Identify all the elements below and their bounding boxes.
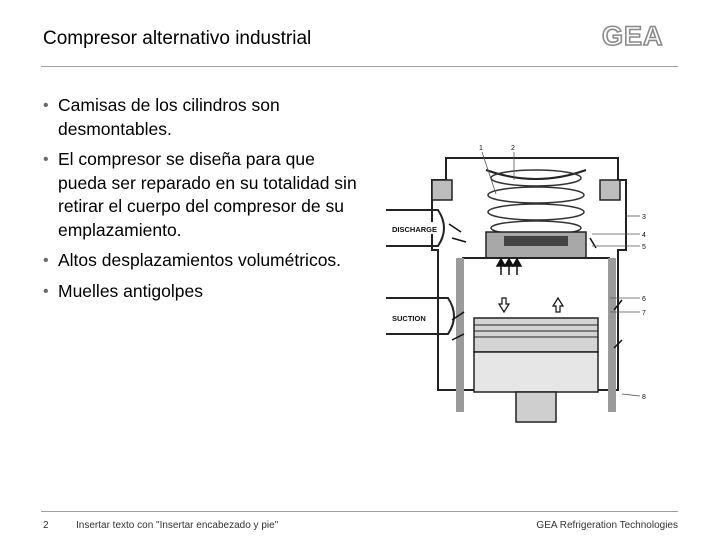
callout-8: 8 bbox=[642, 394, 646, 401]
valve-plate bbox=[504, 236, 568, 246]
callout-2: 2 bbox=[511, 145, 515, 152]
piston bbox=[473, 317, 599, 393]
housing-corner-right bbox=[599, 179, 621, 201]
discharge-pipe bbox=[386, 209, 445, 247]
footer-center-text: Insertar texto con "Insertar encabezado … bbox=[76, 520, 279, 531]
footer-divider bbox=[41, 511, 678, 512]
suction-label: SUCTION bbox=[392, 314, 426, 323]
callout-lines bbox=[481, 151, 641, 397]
bullet-item: Camisas de los cilindros son desmontable… bbox=[43, 94, 363, 141]
housing-corner-left bbox=[431, 179, 453, 201]
gea-logo-text: GEA bbox=[602, 22, 664, 48]
bullet-list: Camisas de los cilindros son desmontable… bbox=[43, 94, 363, 310]
callout-5: 5 bbox=[642, 244, 646, 251]
footer-company: GEA Refrigeration Technologies bbox=[536, 520, 678, 531]
bullet-item: Altos desplazamientos volumétricos. bbox=[43, 249, 363, 273]
callout-6: 6 bbox=[642, 296, 646, 303]
callout-7: 7 bbox=[642, 310, 646, 317]
callout-3: 3 bbox=[642, 214, 646, 221]
slide-title: Compresor alternativo industrial bbox=[43, 28, 312, 49]
liner-wall-right bbox=[608, 258, 616, 412]
flow-arrows bbox=[448, 223, 623, 349]
callout-4: 4 bbox=[642, 232, 646, 239]
discharge-label: DISCHARGE bbox=[392, 225, 437, 234]
bullet-item: El compresor se diseña para que pueda se… bbox=[43, 148, 363, 242]
head-cover bbox=[485, 169, 587, 180]
cylinder-flow-arrows bbox=[497, 296, 565, 314]
discharge-label-bg bbox=[388, 222, 436, 234]
callout-numbers: 1 2 3 4 5 6 7 8 bbox=[479, 145, 646, 401]
bullet-item: Muelles antigolpes bbox=[43, 280, 363, 304]
gea-logo: GEA bbox=[601, 22, 664, 48]
liner-wall-left bbox=[456, 258, 464, 412]
connecting-rod bbox=[515, 391, 557, 423]
header-divider bbox=[41, 66, 678, 67]
page-number: 2 bbox=[43, 520, 49, 531]
suction-pipe bbox=[386, 297, 455, 335]
callout-1: 1 bbox=[479, 145, 483, 152]
compressor-cross-section-diagram: DISCHARGE SUCTION 1 2 3 4 5 6 bbox=[386, 145, 646, 423]
